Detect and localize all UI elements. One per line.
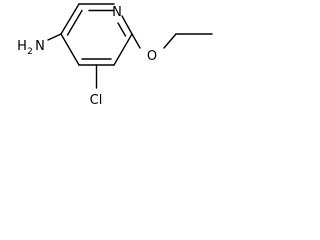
amine-h-label: H <box>17 39 27 54</box>
substituent-bonds <box>47 33 213 89</box>
amine-subscript-label: 2 <box>27 47 33 57</box>
bond-n1-c2 <box>121 15 133 35</box>
bond-c4-nh2 <box>47 33 62 41</box>
chlorine-label: Cl <box>90 93 103 108</box>
amine-nitrogen-label: N <box>35 39 45 54</box>
atom-labels: N O Cl H 2 N <box>17 5 157 108</box>
bond-c4-c5 <box>60 33 80 66</box>
bond-o-ch2 <box>163 33 177 49</box>
ether-oxygen-label: O <box>147 49 157 64</box>
bond-n1-c2-inner <box>117 22 127 37</box>
bond-c5-c6-inner <box>66 9 83 36</box>
bond-c5-c6 <box>60 3 80 35</box>
bond-c2-c3 <box>113 33 133 66</box>
molecule-structure-diagram: N O Cl H 2 N <box>17 3 213 108</box>
ring-nitrogen-label: N <box>112 5 122 20</box>
bond-c2-o <box>131 33 141 49</box>
